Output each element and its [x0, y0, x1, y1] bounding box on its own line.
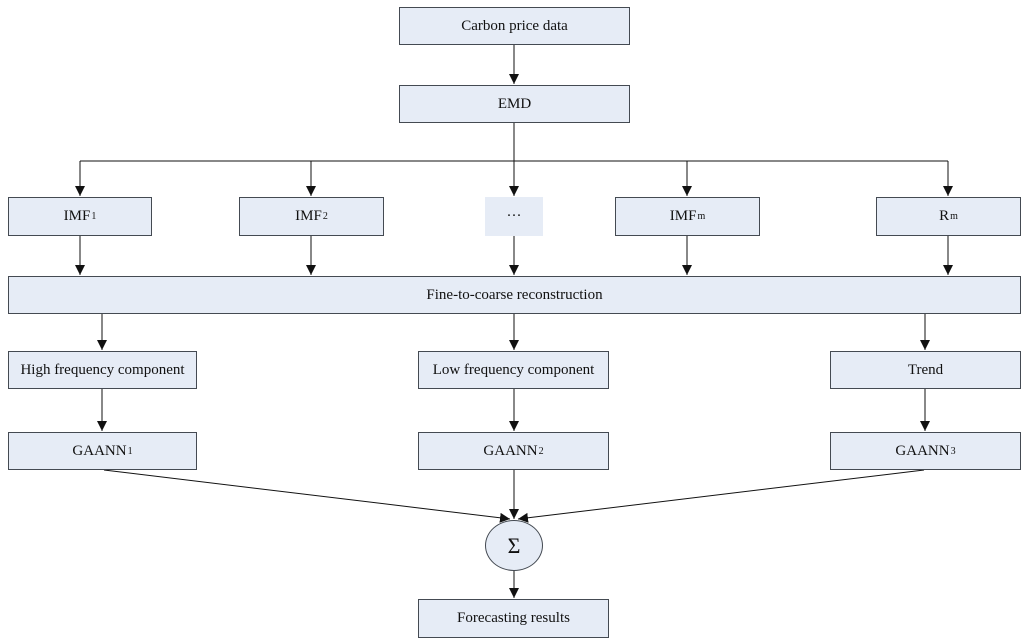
node-gaann1-subscript: 1 — [127, 445, 133, 457]
node-imf2-subscript: 2 — [322, 211, 328, 222]
node-low-frequency: Low frequency component — [418, 351, 609, 389]
node-emd: EMD — [399, 85, 630, 123]
node-imf1-subscript: 1 — [91, 211, 97, 222]
node-gaann2-label: GAANN — [483, 442, 538, 459]
node-forecasting-results: Forecasting results — [418, 599, 609, 638]
sum-symbol: Σ — [507, 532, 521, 558]
node-low-frequency-label: Low frequency component — [432, 361, 595, 378]
node-trend: Trend — [830, 351, 1021, 389]
node-trend-label: Trend — [907, 361, 944, 378]
node-emd-label: EMD — [497, 95, 532, 112]
node-forecasting-results-label: Forecasting results — [457, 610, 570, 626]
node-reconstruction: Fine-to-coarse reconstruction — [8, 276, 1021, 314]
node-imfm-subscript: m — [697, 211, 706, 222]
node-gaann2-subscript: 2 — [538, 445, 544, 457]
node-carbon-price-data-label: Carbon price data — [461, 17, 568, 34]
node-rm-label: R — [939, 208, 950, 224]
node-carbon-price-data: Carbon price data — [399, 7, 630, 45]
edge-gaann1-to-sum — [103, 469, 511, 523]
edge-gaann3-to-sum — [517, 469, 925, 523]
node-gaann1-label: GAANN — [72, 442, 127, 459]
node-gaann3-subscript: 3 — [950, 445, 956, 457]
node-imfm-label: IMF — [669, 208, 697, 224]
node-high-frequency: High frequency component — [8, 351, 197, 389]
node-imf2-label: IMF — [295, 208, 322, 224]
node-ellipsis: ··· — [485, 197, 543, 236]
node-sum: Σ — [485, 520, 543, 571]
node-ellipsis-label: ··· — [506, 208, 522, 224]
node-gaann3-label: GAANN — [895, 442, 950, 459]
node-rm-subscript: m — [950, 211, 958, 222]
node-imf1-label: IMF — [63, 208, 91, 224]
node-reconstruction-label: Fine-to-coarse reconstruction — [426, 286, 603, 303]
node-high-frequency-label: High frequency component — [20, 361, 185, 378]
